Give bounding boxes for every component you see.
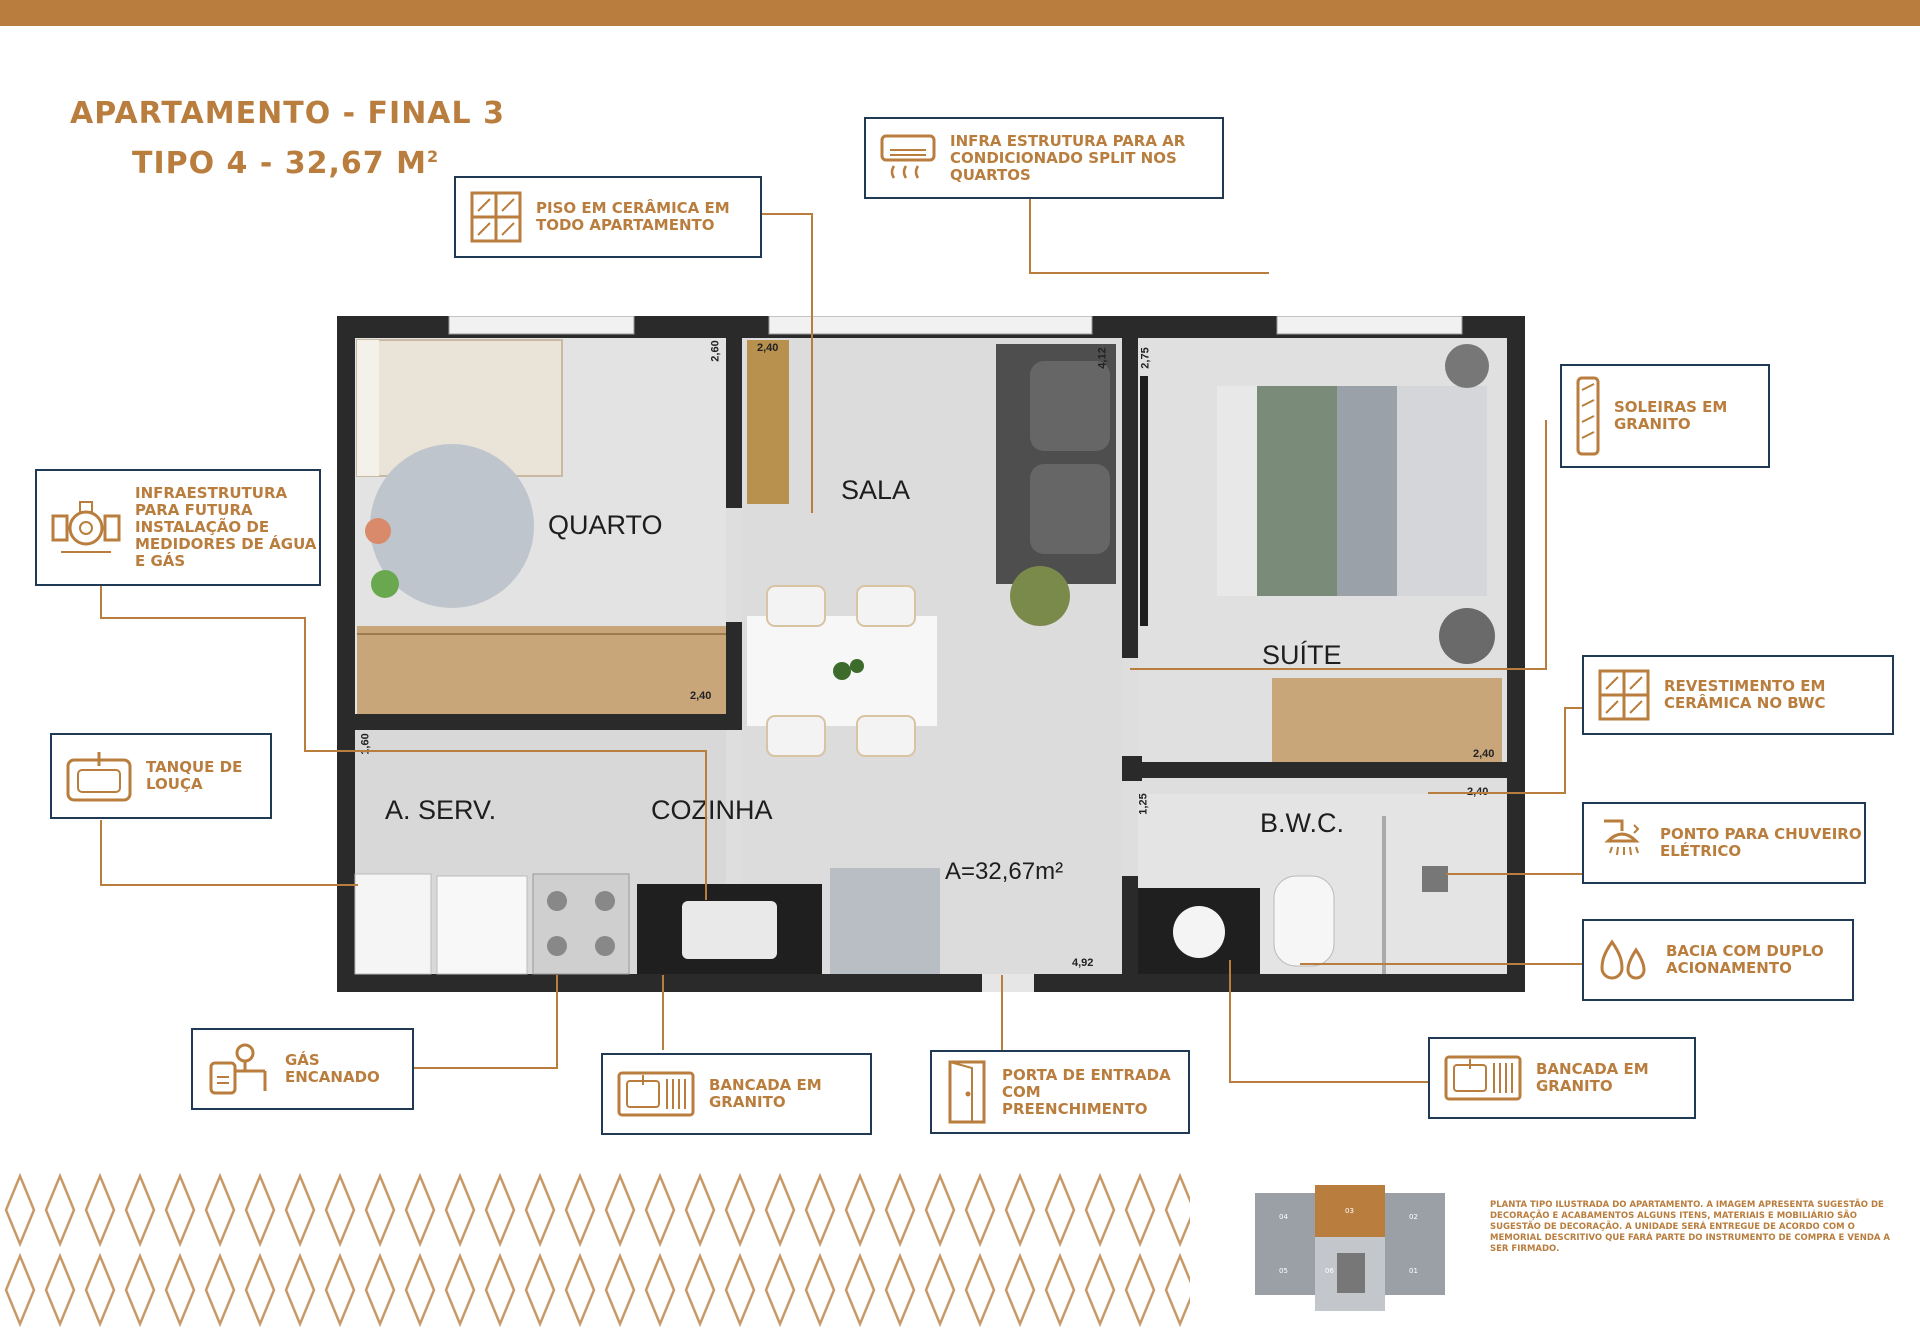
callout-bancada-bwc: BANCADA EM GRANITO: [1428, 1037, 1696, 1119]
callout-text: BANCADA EM GRANITO: [709, 1076, 822, 1111]
callout-text: INFRA ESTRUTURA PARA AR CONDICIONADO SPL…: [950, 131, 1186, 184]
type-area-sup: 2: [426, 147, 440, 166]
tile-icon: [1598, 669, 1650, 721]
building-key-map: 04 03 02 05 06 01: [1255, 1185, 1445, 1311]
callout-text: BANCADA EM GRANITO: [1536, 1060, 1649, 1095]
room-label-cozinha: COZINHA: [651, 795, 773, 825]
leader-line: [1428, 792, 1566, 794]
dimension-label: 2,40: [757, 342, 779, 354]
dimension-label: 2,40: [1473, 748, 1495, 760]
callout-text: PISO EM CERÂMICA EM TODO APARTAMENTO: [536, 199, 730, 234]
countertop-icon: [1444, 1055, 1522, 1101]
room-label-aserv: A. SERV.: [385, 795, 497, 825]
apartment-type-area: TIPO 4 - 32,67 M2: [132, 146, 439, 181]
callout-piso: PISO EM CERÂMICA EM TODO APARTAMENTO: [454, 176, 762, 258]
callout-soleiras: SOLEIRAS EM GRANITO: [1560, 364, 1770, 468]
callout-porta: PORTA DE ENTRADA COM PREENCHIMENTO: [930, 1050, 1190, 1134]
dimension-label: 4,92: [1072, 957, 1094, 969]
callout-text: INFRAESTRUTURA PARA FUTURA INSTALAÇÃO DE…: [135, 484, 317, 570]
leader-line: [100, 617, 305, 619]
leader-line: [1300, 963, 1582, 965]
disclaimer-text: PLANTA TIPO ILUSTRADA DO APARTAMENTO. A …: [1490, 1200, 1890, 1254]
leader-line: [811, 213, 813, 513]
top-accent-bar: [0, 0, 1920, 26]
leader-line: [100, 584, 102, 618]
type-area-text: TIPO 4 - 32,67 M: [132, 146, 427, 181]
dimension-label: 1,25: [1137, 793, 1150, 815]
leader-line: [100, 820, 102, 885]
callout-ar-condicionado: INFRA ESTRUTURA PARA AR CONDICIONADO SPL…: [864, 117, 1224, 199]
room-label-sala: SALA: [841, 475, 911, 505]
callout-text: SOLEIRAS EM GRANITO: [1614, 398, 1728, 433]
sink-icon: [66, 750, 132, 802]
keymap-unit: 05: [1279, 1267, 1288, 1275]
countertop-icon: [617, 1071, 695, 1117]
threshold-icon: [1576, 376, 1600, 456]
callout-text: BACIA COM DUPLO ACIONAMENTO: [1666, 942, 1824, 977]
apartment-title: APARTAMENTO - FINAL 3: [70, 96, 505, 131]
leader-line: [1446, 873, 1582, 875]
callout-bancada-cozinha: BANCADA EM GRANITO: [601, 1053, 872, 1135]
leader-line: [1029, 197, 1031, 273]
leader-line: [1545, 420, 1547, 670]
leader-line: [412, 1067, 558, 1069]
tile-icon: [470, 191, 522, 243]
floor-plan: [337, 316, 1525, 992]
callout-gas: GÁS ENCANADO: [191, 1028, 414, 1110]
leader-line: [1130, 668, 1547, 670]
dimension-label: 2,40: [690, 690, 712, 702]
leader-line: [1564, 707, 1566, 793]
leader-line: [1229, 960, 1231, 1082]
dimension-label: 4,12: [1096, 347, 1109, 369]
callout-bacia: BACIA COM DUPLO ACIONAMENTO: [1582, 919, 1854, 1001]
callout-tanque: TANQUE DE LOUÇA: [50, 733, 272, 819]
callout-revestimento: REVESTIMENTO EM CERÂMICA NO BWC: [1582, 655, 1894, 735]
leader-line: [1229, 1081, 1429, 1083]
leader-line: [662, 975, 664, 1050]
keymap-unit: 02: [1409, 1213, 1418, 1221]
room-label-bwc: B.W.C.: [1260, 808, 1345, 838]
callout-medidores: INFRAESTRUTURA PARA FUTURA INSTALAÇÃO DE…: [35, 469, 321, 586]
callout-text: TANQUE DE LOUÇA: [146, 758, 243, 793]
callout-chuveiro: PONTO PARA CHUVEIRO ELÉTRICO: [1582, 802, 1866, 884]
keymap-unit: 04: [1279, 1213, 1288, 1221]
keymap-unit: 06: [1325, 1267, 1334, 1275]
dimension-label: 2,60: [709, 340, 722, 362]
callout-text: GÁS ENCANADO: [285, 1051, 380, 1086]
leader-line: [1001, 975, 1003, 1050]
leader-line: [1564, 707, 1584, 709]
shower-icon: [1598, 817, 1646, 869]
area-label: A=32,67m²: [945, 858, 1064, 885]
air-conditioner-icon: [880, 132, 936, 184]
callout-text: PONTO PARA CHUVEIRO ELÉTRICO: [1660, 825, 1862, 860]
meter-icon: [51, 498, 121, 558]
leader-line: [760, 213, 812, 215]
keymap-unit: 01: [1409, 1267, 1418, 1275]
room-label-quarto: QUARTO: [548, 510, 663, 540]
door-icon: [946, 1060, 988, 1124]
decorative-pattern: [0, 1170, 1190, 1330]
water-drops-icon: [1598, 938, 1652, 982]
leader-line: [705, 750, 707, 900]
leader-line: [304, 617, 306, 751]
keymap-unit: 03: [1345, 1207, 1354, 1215]
callout-text: PORTA DE ENTRADA COM PREENCHIMENTO: [1002, 1065, 1171, 1118]
gas-icon: [207, 1041, 271, 1097]
dimension-label: 2,75: [1139, 347, 1152, 369]
room-label-suite: SUÍTE: [1262, 640, 1342, 670]
leader-line: [1029, 272, 1269, 274]
leader-line: [304, 750, 706, 752]
callout-text: REVESTIMENTO EM CERÂMICA NO BWC: [1664, 677, 1826, 712]
leader-line: [100, 884, 358, 886]
leader-line: [556, 975, 558, 1068]
